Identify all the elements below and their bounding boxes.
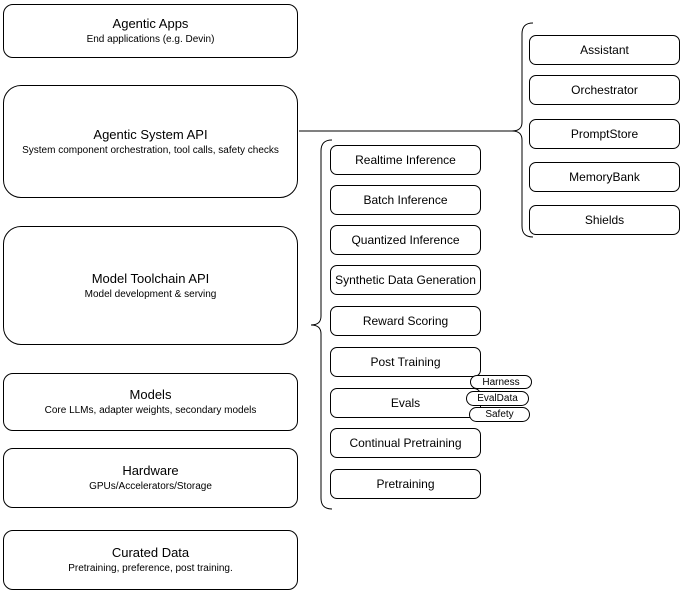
system-item-orchestrator: Orchestrator (529, 75, 680, 105)
toolchain-item-synthetic-data-generation: Synthetic Data Generation (330, 265, 481, 295)
node-title: Hardware (122, 463, 179, 478)
toolchain-item-reward-scoring: Reward Scoring (330, 306, 481, 336)
toolchain-item-quantized-inference: Quantized Inference (330, 225, 481, 255)
node-subtitle: Model development & serving (84, 288, 217, 300)
toolchain-item-evals: Evals (330, 388, 481, 418)
node-title: Curated Data (111, 545, 190, 560)
node-title: Agentic Apps (112, 16, 189, 31)
system-item-assistant: Assistant (529, 35, 680, 65)
node-title: Agentic System API (93, 126, 208, 142)
node-subtitle: System component orchestration, tool cal… (22, 144, 279, 156)
evals-tag-evaldata: EvalData (466, 391, 529, 406)
toolchain-item-continual-pretraining: Continual Pretraining (330, 428, 481, 458)
toolchain-item-post-training: Post Training (330, 347, 481, 377)
node-subtitle: GPUs/Accelerators/Storage (89, 481, 212, 492)
evals-tag-harness: Harness (470, 375, 532, 389)
node-agentic-system-api: Agentic System API System component orch… (3, 85, 298, 198)
toolchain-group-brace (310, 139, 333, 510)
node-hardware: Hardware GPUs/Accelerators/Storage (3, 448, 298, 508)
toolchain-item-batch-inference: Batch Inference (330, 185, 481, 215)
system-item-memorybank: MemoryBank (529, 162, 680, 192)
system-item-promptstore: PromptStore (529, 119, 680, 149)
node-models: Models Core LLMs, adapter weights, secon… (3, 373, 298, 431)
toolchain-item-realtime-inference: Realtime Inference (330, 145, 481, 175)
system-item-shields: Shields (529, 205, 680, 235)
node-title: Models (129, 387, 172, 402)
toolchain-item-pretraining: Pretraining (330, 469, 481, 499)
evals-tag-safety: Safety (469, 407, 530, 422)
node-subtitle: Pretraining, preference, post training. (68, 563, 233, 574)
node-title: Model Toolchain API (91, 270, 210, 286)
node-curated-data: Curated Data Pretraining, preference, po… (3, 530, 298, 590)
node-model-toolchain-api: Model Toolchain API Model development & … (3, 226, 298, 345)
node-subtitle: Core LLMs, adapter weights, secondary mo… (44, 405, 257, 416)
node-subtitle: End applications (e.g. Devin) (86, 34, 215, 45)
node-agentic-apps: Agentic Apps End applications (e.g. Devi… (3, 4, 298, 58)
